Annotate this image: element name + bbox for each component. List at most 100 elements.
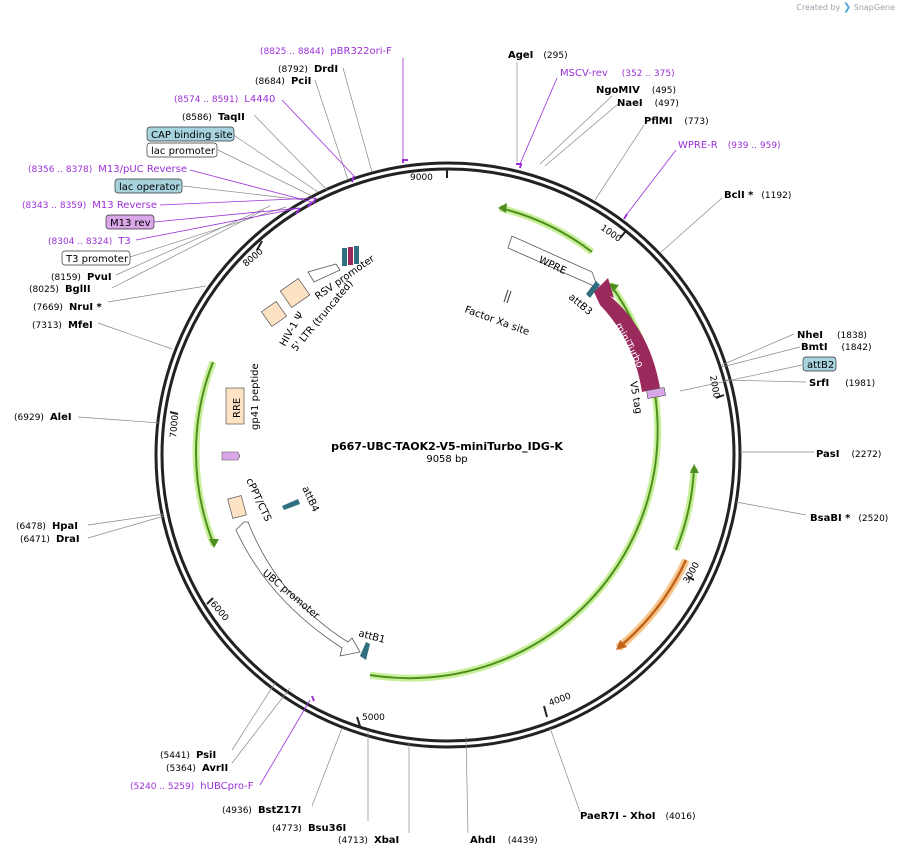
- plasmid-size: 9058 bp: [426, 454, 467, 465]
- primer-range: (8574 .. 8591): [174, 95, 238, 105]
- enzyme-name: PaeR7I: [580, 811, 619, 822]
- primer-name: WPRE-R: [678, 140, 718, 151]
- svg-text:(4713)XbaI: (4713) XbaI: [338, 835, 399, 846]
- enzyme-name: MfeI: [68, 320, 93, 331]
- credit-text: Created by: [796, 3, 841, 12]
- primer-range: (8356 .. 8378): [28, 165, 92, 175]
- attb4-marker: [282, 499, 300, 510]
- enzyme-position: (495): [652, 86, 676, 96]
- enzyme-name: PciI: [291, 76, 311, 87]
- svg-text:(4773)Bsu36I: (4773)Bsu36I: [272, 823, 346, 834]
- rsv-small-c: [354, 246, 359, 264]
- enzyme-position: (5441): [160, 751, 190, 761]
- factor-xa-label: Factor Xa site: [463, 304, 531, 338]
- attb1-marker: [360, 642, 370, 660]
- enzyme-position: (4936): [222, 806, 252, 816]
- enzyme-name: HpaI: [52, 521, 78, 532]
- primer-range: (8825 .. 8844): [260, 47, 324, 57]
- svg-text:PflMI(773): PflMI(773): [644, 116, 709, 127]
- svg-text:NgoMIV(495): NgoMIV (495): [596, 85, 676, 96]
- enzyme-name: SrfI: [809, 378, 829, 389]
- primer-name: hUBCpro-F: [200, 781, 253, 792]
- svg-text:(8025)BglII: (8025)BglII: [29, 284, 91, 295]
- enzyme-name: PflMI: [644, 116, 672, 127]
- enzyme-position: (2520): [858, 514, 888, 524]
- enzyme-name: AhdI: [470, 835, 496, 846]
- svg-text:(4936)BstZ17I: (4936) BstZ17I: [222, 805, 301, 816]
- plasmid-name: p667-UBC-TAOK2-V5-miniTurbo_IDG-K: [331, 440, 563, 453]
- cap-binding-site-label: CAP binding site: [151, 130, 233, 141]
- svg-text:(8343 .. 8359)M13 Reverse: (8343 .. 8359) M13 Reverse: [22, 200, 157, 211]
- svg-text:BsaBI *(2520): BsaBI *(2520): [810, 513, 888, 524]
- svg-text:(8574 .. 8591)L4440: (8574 .. 8591) L4440: [174, 94, 275, 105]
- primer-range: (352 .. 375): [622, 69, 675, 79]
- enzyme-position: (8586): [182, 113, 212, 123]
- ubc-promoter-arrow: [235, 521, 361, 657]
- svg-text:(5441)PsiI: (5441)PsiI: [160, 750, 216, 761]
- tick-4000: 4000: [548, 691, 573, 708]
- enzyme-name: NheI: [797, 330, 823, 341]
- svg-text:(7669)NruI *: (7669)NruI *: [33, 302, 103, 313]
- primer-name: M13 Reverse: [92, 200, 157, 211]
- svg-text:(6471)DraI: (6471)DraI: [20, 534, 80, 545]
- orf-arcs: [192, 203, 699, 682]
- enzyme-name: TaqII: [218, 112, 245, 123]
- svg-text:WPRE-R(939 .. 959): WPRE-R (939 .. 959): [678, 140, 781, 151]
- primer-range: (939 .. 959): [728, 141, 781, 151]
- enzyme-position: (6478): [16, 522, 46, 532]
- rre-label: RRE: [232, 398, 243, 418]
- enzyme-name: BglII: [65, 284, 91, 295]
- ubc-label: UBC promoter: [260, 568, 322, 622]
- tick-9000: 9000: [410, 173, 433, 183]
- enzyme-position: (6929): [14, 413, 44, 423]
- v5-marker: [646, 387, 666, 399]
- enzyme-position: (2272): [851, 450, 881, 460]
- svg-text:MSCV-rev(352 .. 375): MSCV-rev(352 .. 375): [560, 68, 675, 79]
- svg-text:PaeR7I - XhoI(4016): PaeR7I - XhoI(4016): [580, 811, 695, 822]
- primer-range: (8343 .. 8359): [22, 201, 86, 211]
- svg-text:(8159)PvuI: (8159)PvuI: [51, 272, 112, 283]
- enzyme-name: NgoMIV: [596, 85, 640, 96]
- brand-name: SnapGene: [853, 3, 895, 12]
- enzyme-position: (1838): [837, 331, 867, 341]
- svg-text:BmtI(1842): BmtI(1842): [801, 342, 871, 353]
- rsv-small-b: [348, 247, 353, 265]
- svg-text:(6929)AleI: (6929) AleI: [14, 412, 72, 423]
- attb1-label: attB1: [357, 628, 386, 646]
- hiv-psi-box: [279, 278, 311, 308]
- primer-name: M13/pUC Reverse: [98, 164, 187, 175]
- t3-promoter-label: T3 promoter: [65, 254, 129, 265]
- miniturbo-arrow: [594, 278, 660, 392]
- primer-labels: (8825 .. 8844) pBR322ori-F MSCV-rev(352 .…: [22, 46, 781, 792]
- enzyme-position: (1981): [845, 379, 875, 389]
- tick-5000: 5000: [362, 713, 385, 723]
- enzyme-name: DrdI: [314, 64, 338, 75]
- primer-name: pBR322ori-F: [330, 46, 392, 57]
- tick-6000: 6000: [208, 600, 231, 624]
- cppt-box: [227, 495, 247, 519]
- attb2-label: attB2: [807, 360, 834, 371]
- m13-rev-label: M13 rev: [110, 218, 151, 229]
- enzyme-position: (1192): [761, 191, 791, 201]
- svg-text:(7313)MfeI: (7313)MfeI: [32, 320, 93, 331]
- enzyme-name: XbaI: [374, 835, 399, 846]
- enzyme-name: BstZ17I: [258, 805, 301, 816]
- wpre-arrow: [507, 235, 599, 289]
- rsv-small-a: [342, 248, 347, 266]
- enzyme-position: (4773): [272, 824, 302, 834]
- enzyme-name: BclI: [724, 190, 745, 201]
- enzyme-position: (4713): [338, 836, 368, 846]
- tick-7000: 7000: [169, 414, 181, 438]
- enzyme-name: AleI: [50, 412, 72, 423]
- attb3-marker: [586, 281, 600, 298]
- svg-text:(8304 .. 8324)T3: (8304 .. 8324)T3: [48, 236, 131, 247]
- primer-name: L4440: [244, 94, 275, 105]
- attb4-label: attB4: [299, 485, 320, 514]
- gp41-label: gp41 peptide: [250, 363, 261, 430]
- enzyme-name: XhoI: [630, 811, 655, 822]
- enzyme-name: PasI: [816, 449, 839, 460]
- svg-text:(6478)HpaI: (6478) HpaI: [16, 521, 78, 532]
- svg-text:(5364)AvrII: (5364)AvrII: [166, 763, 228, 774]
- snapgene-credit: Created by ❯ SnapGene: [796, 2, 895, 13]
